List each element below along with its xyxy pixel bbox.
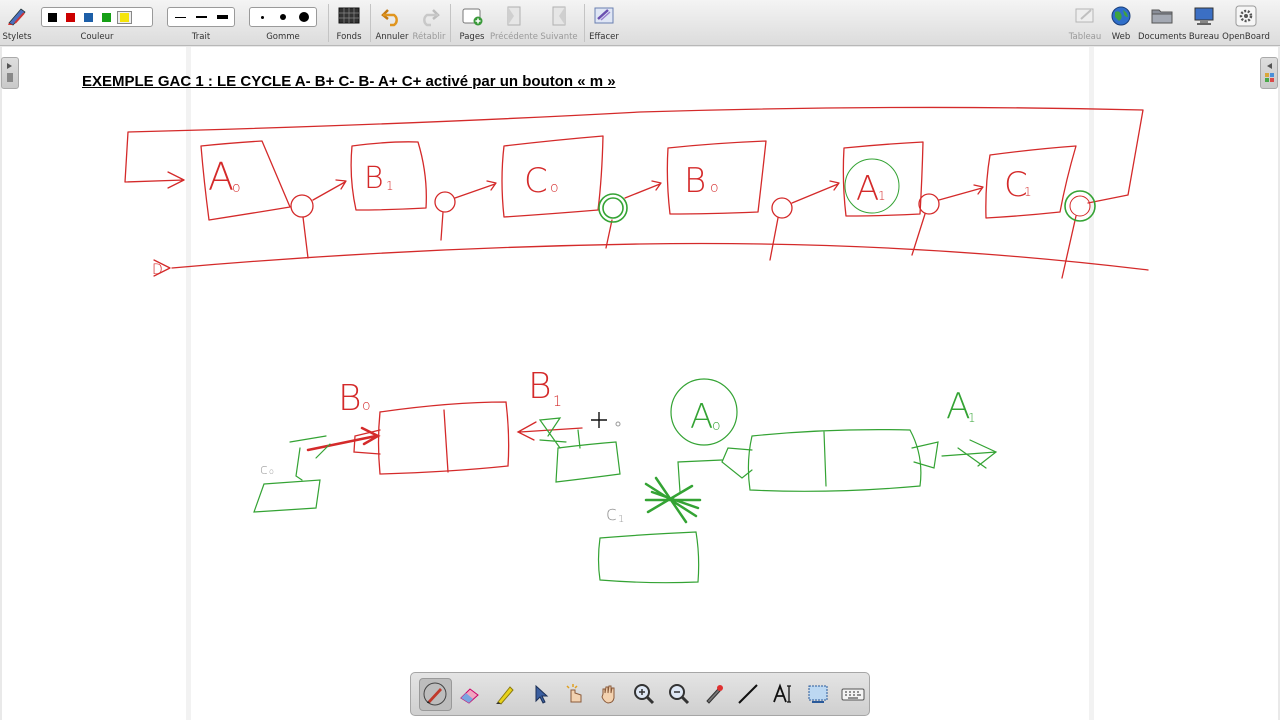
tableau-label: Tableau — [1068, 32, 1102, 42]
fonds-button[interactable]: Fonds — [332, 2, 366, 44]
zoom-out-icon — [668, 684, 689, 705]
add-page-icon — [462, 8, 483, 26]
board-icon — [1075, 8, 1094, 23]
page-margin-right — [1089, 47, 1094, 720]
line-width-selector — [167, 7, 235, 27]
annuler-label: Annuler — [375, 32, 409, 42]
page-title: EXEMPLE GAC 1 : LE CYCLE A- B+ C- B- A+ … — [82, 73, 616, 90]
capture-icon — [808, 685, 828, 703]
whiteboard-page[interactable] — [2, 47, 1278, 720]
openboard-label: OpenBoard — [1222, 32, 1270, 42]
eraser-icon — [460, 688, 479, 704]
pointer-icon — [535, 684, 548, 704]
text-icon — [773, 683, 792, 703]
precedente-button[interactable]: Précédente — [490, 2, 538, 44]
undo-icon — [381, 9, 398, 27]
fonds-label: Fonds — [336, 32, 362, 42]
line-medium-option[interactable] — [192, 10, 210, 24]
gear-icon — [1235, 5, 1257, 27]
gomme-group: Gomme — [248, 2, 318, 44]
color-palette — [41, 7, 153, 27]
expand-left-icon — [7, 63, 13, 82]
expand-right-icon — [1265, 63, 1274, 82]
web-label: Web — [1111, 32, 1131, 42]
keyboard-icon — [841, 688, 865, 701]
couleur-label: Couleur — [80, 32, 114, 42]
stylets-label: Stylets — [2, 32, 32, 42]
line-thick-option[interactable] — [213, 10, 231, 24]
stylets-button[interactable]: Stylets — [0, 2, 34, 44]
pages-button[interactable]: Pages — [454, 2, 490, 44]
previous-page-icon — [507, 6, 521, 26]
page-margin-left — [186, 47, 191, 720]
pen-tool-button[interactable] — [419, 677, 452, 711]
hand-tool-button[interactable] — [593, 678, 626, 711]
redo-icon — [423, 9, 440, 27]
pages-label: Pages — [459, 32, 485, 42]
eraser-size-selector — [249, 7, 317, 27]
line-tool-button[interactable] — [732, 678, 765, 711]
clear-page-icon — [594, 7, 614, 24]
documents-button[interactable]: Documents — [1138, 2, 1186, 44]
zoom-in-icon — [633, 684, 655, 705]
openboard-button[interactable]: OpenBoard — [1222, 2, 1270, 44]
laser-tool-button[interactable] — [697, 678, 730, 711]
pen-icon — [423, 682, 447, 706]
annuler-button[interactable]: Annuler — [374, 2, 410, 44]
couleur-group: Couleur — [40, 2, 154, 44]
interact-icon — [566, 684, 582, 703]
color-green-swatch[interactable] — [99, 11, 114, 24]
background-grid-icon — [338, 7, 360, 24]
interact-tool-button[interactable] — [558, 678, 591, 711]
eraser-large-option[interactable] — [295, 10, 313, 24]
highlighter-tool-button[interactable] — [489, 678, 522, 711]
globe-icon — [1111, 6, 1131, 26]
bureau-button[interactable]: Bureau — [1186, 2, 1222, 44]
color-black-swatch[interactable] — [45, 11, 60, 24]
color-red-swatch[interactable] — [63, 11, 78, 24]
line-icon — [738, 684, 758, 704]
color-yellow-swatch[interactable] — [117, 10, 132, 24]
trait-label: Trait — [191, 32, 211, 42]
toolbar-separator — [370, 4, 371, 42]
laser-icon — [705, 685, 723, 704]
eraser-medium-option[interactable] — [274, 10, 292, 24]
documents-label: Documents — [1138, 32, 1187, 42]
effacer-button[interactable]: Effacer — [586, 2, 622, 44]
retablir-button[interactable]: Rétablir — [410, 2, 448, 44]
highlighter-icon — [495, 686, 514, 705]
keyboard-tool-button[interactable] — [836, 678, 869, 711]
precedente-label: Précédente — [490, 32, 538, 42]
stylets-icon — [8, 8, 26, 26]
zoom-in-tool-button[interactable] — [628, 678, 661, 711]
top-toolbar: Stylets Couleur Trait Gomme — [0, 0, 1280, 46]
zoom-out-tool-button[interactable] — [662, 678, 695, 711]
bureau-label: Bureau — [1188, 32, 1220, 42]
trait-group: Trait — [166, 2, 236, 44]
next-page-icon — [552, 6, 566, 26]
tableau-button[interactable]: Tableau — [1066, 2, 1104, 44]
right-panel-toggle[interactable] — [1260, 57, 1278, 89]
suivante-label: Suivante — [540, 32, 578, 42]
line-thin-option[interactable] — [171, 10, 189, 24]
web-button[interactable]: Web — [1106, 2, 1136, 44]
effacer-label: Effacer — [589, 32, 619, 42]
text-tool-button[interactable] — [767, 678, 800, 711]
folder-icon — [1151, 9, 1173, 24]
desktop-icon — [1194, 7, 1214, 25]
retablir-label: Rétablir — [412, 32, 446, 42]
pointer-tool-button[interactable] — [523, 678, 556, 711]
toolbar-separator — [584, 4, 585, 42]
bottom-tool-palette — [410, 672, 870, 716]
toolbar-separator — [450, 4, 451, 42]
toolbar-separator — [328, 4, 329, 42]
suivante-button[interactable]: Suivante — [538, 2, 580, 44]
eraser-small-option[interactable] — [253, 10, 271, 24]
gomme-label: Gomme — [266, 32, 300, 42]
hand-icon — [601, 685, 615, 704]
eraser-tool-button[interactable] — [454, 678, 487, 711]
capture-tool-button[interactable] — [801, 678, 834, 711]
left-panel-toggle[interactable] — [1, 57, 19, 89]
color-blue-swatch[interactable] — [81, 11, 96, 24]
